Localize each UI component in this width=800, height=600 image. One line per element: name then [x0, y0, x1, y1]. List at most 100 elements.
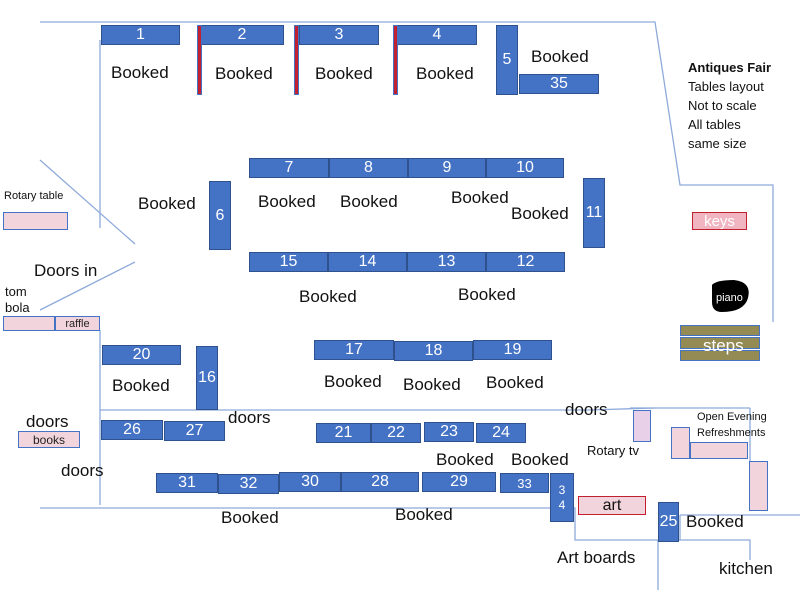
table-19[interactable]: 19 [473, 340, 552, 360]
table-2[interactable]: 2 [200, 25, 284, 45]
table-number: 20 [132, 346, 151, 363]
table-30[interactable]: 30 [279, 472, 341, 492]
art-label: art [602, 496, 622, 514]
divider-red [294, 25, 299, 95]
table-35[interactable]: 35 [519, 74, 599, 94]
art-boards-label: Art boards [557, 548, 636, 567]
table-16[interactable]: 16 [196, 346, 218, 410]
rotary-tv-table[interactable] [633, 410, 651, 442]
table-number: 32 [239, 475, 258, 492]
table-25[interactable]: 25 [658, 502, 679, 542]
open-evening-label-2: Refreshments [697, 427, 766, 439]
table-1[interactable]: 1 [101, 25, 180, 45]
booked-label: Booked [138, 194, 196, 213]
table-7[interactable]: 7 [249, 158, 329, 178]
booked-label: Booked [221, 508, 279, 527]
booked-label: Booked [458, 285, 516, 304]
table-number: 30 [301, 473, 319, 490]
table-9[interactable]: 9 [408, 158, 486, 178]
table-21[interactable]: 21 [316, 423, 371, 443]
raffle-table[interactable]: raffle [55, 316, 100, 331]
booked-label: Booked [111, 63, 169, 82]
table-number: 1 [136, 26, 145, 43]
table-18[interactable]: 18 [394, 341, 473, 361]
tombola-table[interactable] [3, 316, 55, 331]
booked-label: Booked [486, 373, 544, 392]
table-number: 28 [371, 473, 389, 490]
table-number: 33 [517, 475, 532, 491]
booked-label: Booked [416, 64, 474, 83]
legend-line: same size [688, 136, 747, 151]
table-number: 3 [558, 483, 566, 498]
table-32[interactable]: 32 [218, 474, 279, 494]
table-12[interactable]: 12 [486, 252, 565, 272]
table-number: 8 [364, 159, 373, 176]
table-number: 11 [585, 204, 603, 221]
table-6[interactable]: 6 [209, 181, 231, 250]
keys-table[interactable]: keys [692, 212, 747, 230]
refreshments-table-1[interactable] [671, 427, 690, 459]
art-table[interactable]: art [578, 496, 646, 515]
table-29[interactable]: 29 [422, 472, 496, 492]
table-22[interactable]: 22 [371, 423, 421, 443]
booked-label: Booked [451, 188, 509, 207]
booked-label: Booked [403, 375, 461, 394]
raffle-label: raffle [65, 317, 90, 330]
booked-label: Booked [531, 47, 589, 66]
rotary-tv-label: Rotary tv [587, 443, 640, 458]
table-26[interactable]: 26 [101, 420, 163, 440]
table-3[interactable]: 3 [299, 25, 379, 45]
table-15[interactable]: 15 [249, 252, 328, 272]
booked-label: Booked [112, 376, 170, 395]
table-number: 3 [334, 26, 344, 43]
tombola-label-2: bola [5, 300, 30, 315]
tombola-label-1: tom [5, 284, 27, 299]
table-8[interactable]: 8 [329, 158, 408, 178]
booked-label: Booked [340, 192, 398, 211]
table-5[interactable]: 5 [496, 25, 518, 95]
table-34[interactable]: 3 4 [550, 473, 574, 522]
keys-label: keys [704, 212, 735, 230]
table-13[interactable]: 13 [407, 252, 486, 272]
table-17[interactable]: 17 [314, 340, 394, 360]
step-3 [680, 350, 760, 361]
doors-label: doors [228, 408, 271, 427]
table-number: 12 [516, 253, 535, 270]
table-number: 13 [437, 253, 456, 270]
booked-label: Booked [299, 287, 357, 306]
booked-label: Booked [511, 204, 569, 223]
table-20[interactable]: 20 [102, 345, 181, 365]
refreshments-table-2[interactable] [690, 442, 748, 459]
books-table[interactable]: books [18, 431, 80, 448]
divider-red [393, 25, 398, 95]
table-24[interactable]: 24 [476, 423, 526, 443]
booked-label: Booked [686, 512, 744, 531]
booked-label: Booked [324, 372, 382, 391]
table-number: 25 [659, 513, 678, 530]
doors-label: doors [565, 400, 608, 419]
table-11[interactable]: 11 [583, 178, 605, 248]
table-number: 2 [237, 26, 247, 43]
table-number: 15 [279, 253, 298, 270]
legend-line: Tables layout [688, 79, 764, 94]
table-number: 22 [387, 424, 405, 441]
table-28[interactable]: 28 [341, 472, 419, 492]
table-27[interactable]: 27 [164, 421, 225, 441]
step-1 [680, 325, 760, 336]
table-number: 35 [550, 75, 568, 92]
rotary-table[interactable] [3, 212, 68, 230]
table-23[interactable]: 23 [424, 422, 474, 442]
doors-label: doors [26, 412, 69, 431]
table-4[interactable]: 4 [397, 25, 477, 45]
table-14[interactable]: 14 [328, 252, 407, 272]
table-33[interactable]: 33 [500, 473, 549, 493]
table-10[interactable]: 10 [486, 158, 564, 178]
refreshments-table-3[interactable] [749, 461, 768, 511]
books-label: books [32, 432, 66, 447]
table-number: 29 [450, 473, 468, 490]
table-31[interactable]: 31 [156, 473, 218, 493]
table-number: 18 [424, 342, 443, 359]
rotary-table-label: Rotary table [4, 190, 64, 202]
piano-label: piano [716, 292, 743, 304]
